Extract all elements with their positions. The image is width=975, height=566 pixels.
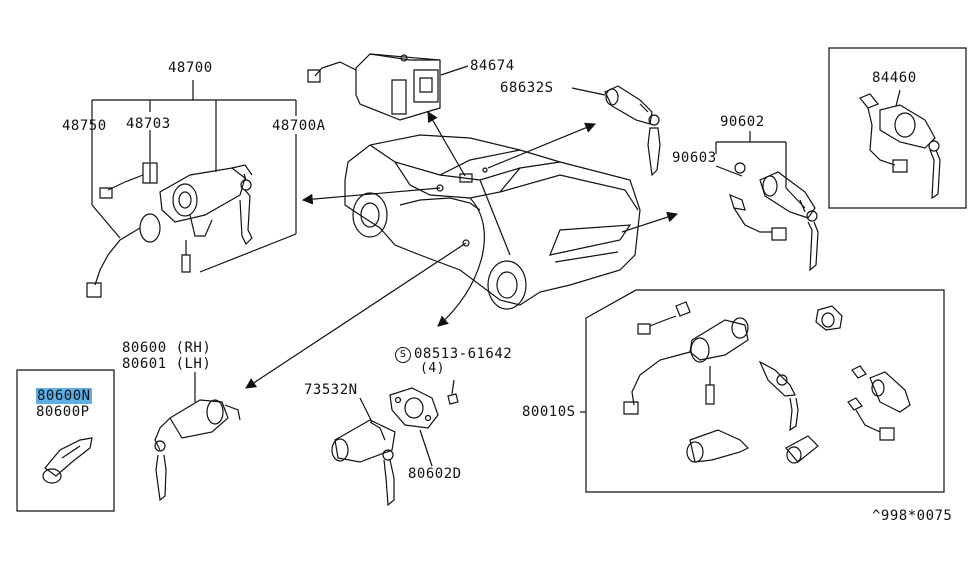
glovebox-lock-84460 [860,90,940,198]
label-84460: 84460 [872,70,917,86]
car-body [345,135,640,309]
label-73532n: 73532N [304,382,358,398]
label-80601-lh: 80601 (LH) [122,356,212,372]
switch-84674 [308,54,468,120]
label-80600n-highlight: 80600N [36,388,92,404]
label-48750: 48750 [62,118,107,134]
trunk-lock-assembly [730,163,818,270]
label-08513-qty: (4) [420,361,445,376]
label-80010s: 80010S [522,404,576,420]
label-84674: 84674 [470,58,515,74]
label-68632s: 68632S [500,80,554,96]
label-80600n: 80600N [36,388,92,404]
callout-arrows [245,111,679,389]
key-80600n [43,438,92,483]
inset-box-84460 [829,48,966,208]
kit-box-80010s [586,290,944,492]
door-lock-80600 [155,372,240,500]
gasket-80602d [390,380,458,466]
label-48700: 48700 [168,60,213,76]
ignition-lock-assembly [87,163,252,297]
label-80600-rh: 80600 (RH) [122,340,212,356]
key-68632s [572,86,660,175]
label-48703: 48703 [126,116,171,132]
kit-80010s-parts [580,302,910,463]
label-80600p: 80600P [36,404,90,420]
label-90602: 90602 [720,114,765,130]
label-90603: 90603 [672,150,717,166]
label-80602d: 80602D [408,466,462,482]
label-08513-61642: 08513-61642 [414,346,513,362]
s-symbol: S [395,347,411,363]
lock-cylinder-73532n [332,398,395,505]
inset-box-80600n [17,370,114,511]
reference-code: ^998*0075 [872,508,953,524]
bracket-90602 [716,131,805,208]
label-48700a: 48700A [272,118,326,134]
bracket-48700 [92,80,296,272]
